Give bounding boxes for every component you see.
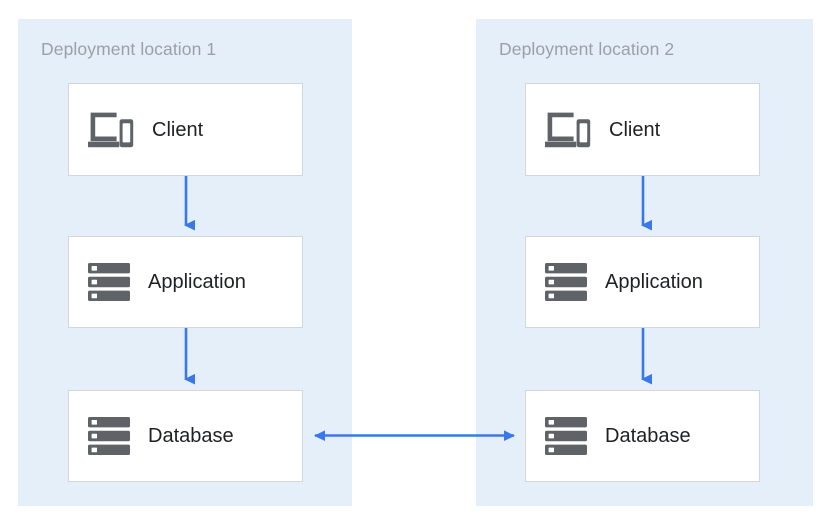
server-stack-icon	[545, 417, 587, 455]
devices-icon	[545, 112, 591, 147]
node-application-2[interactable]: Application	[525, 236, 760, 328]
node-database-1[interactable]: Database	[68, 390, 303, 482]
zone-1-title: Deployment location 1	[41, 39, 217, 59]
server-stack-icon	[88, 417, 130, 455]
node-application-1[interactable]: Application	[68, 236, 303, 328]
node-database-2[interactable]: Database	[525, 390, 760, 482]
node-client-1-label: Client	[152, 118, 204, 141]
server-stack-icon	[88, 263, 130, 301]
node-client-2[interactable]: Client	[525, 83, 760, 176]
node-database-1-label: Database	[148, 425, 234, 447]
zone-2-title: Deployment location 2	[499, 39, 675, 59]
server-stack-icon	[545, 263, 587, 301]
node-client-2-label: Client	[609, 118, 661, 141]
node-database-2-label: Database	[605, 425, 691, 447]
node-application-2-label: Application	[605, 271, 703, 293]
node-client-1[interactable]: Client	[68, 83, 303, 176]
node-application-1-label: Application	[148, 271, 246, 293]
devices-icon	[88, 112, 134, 147]
